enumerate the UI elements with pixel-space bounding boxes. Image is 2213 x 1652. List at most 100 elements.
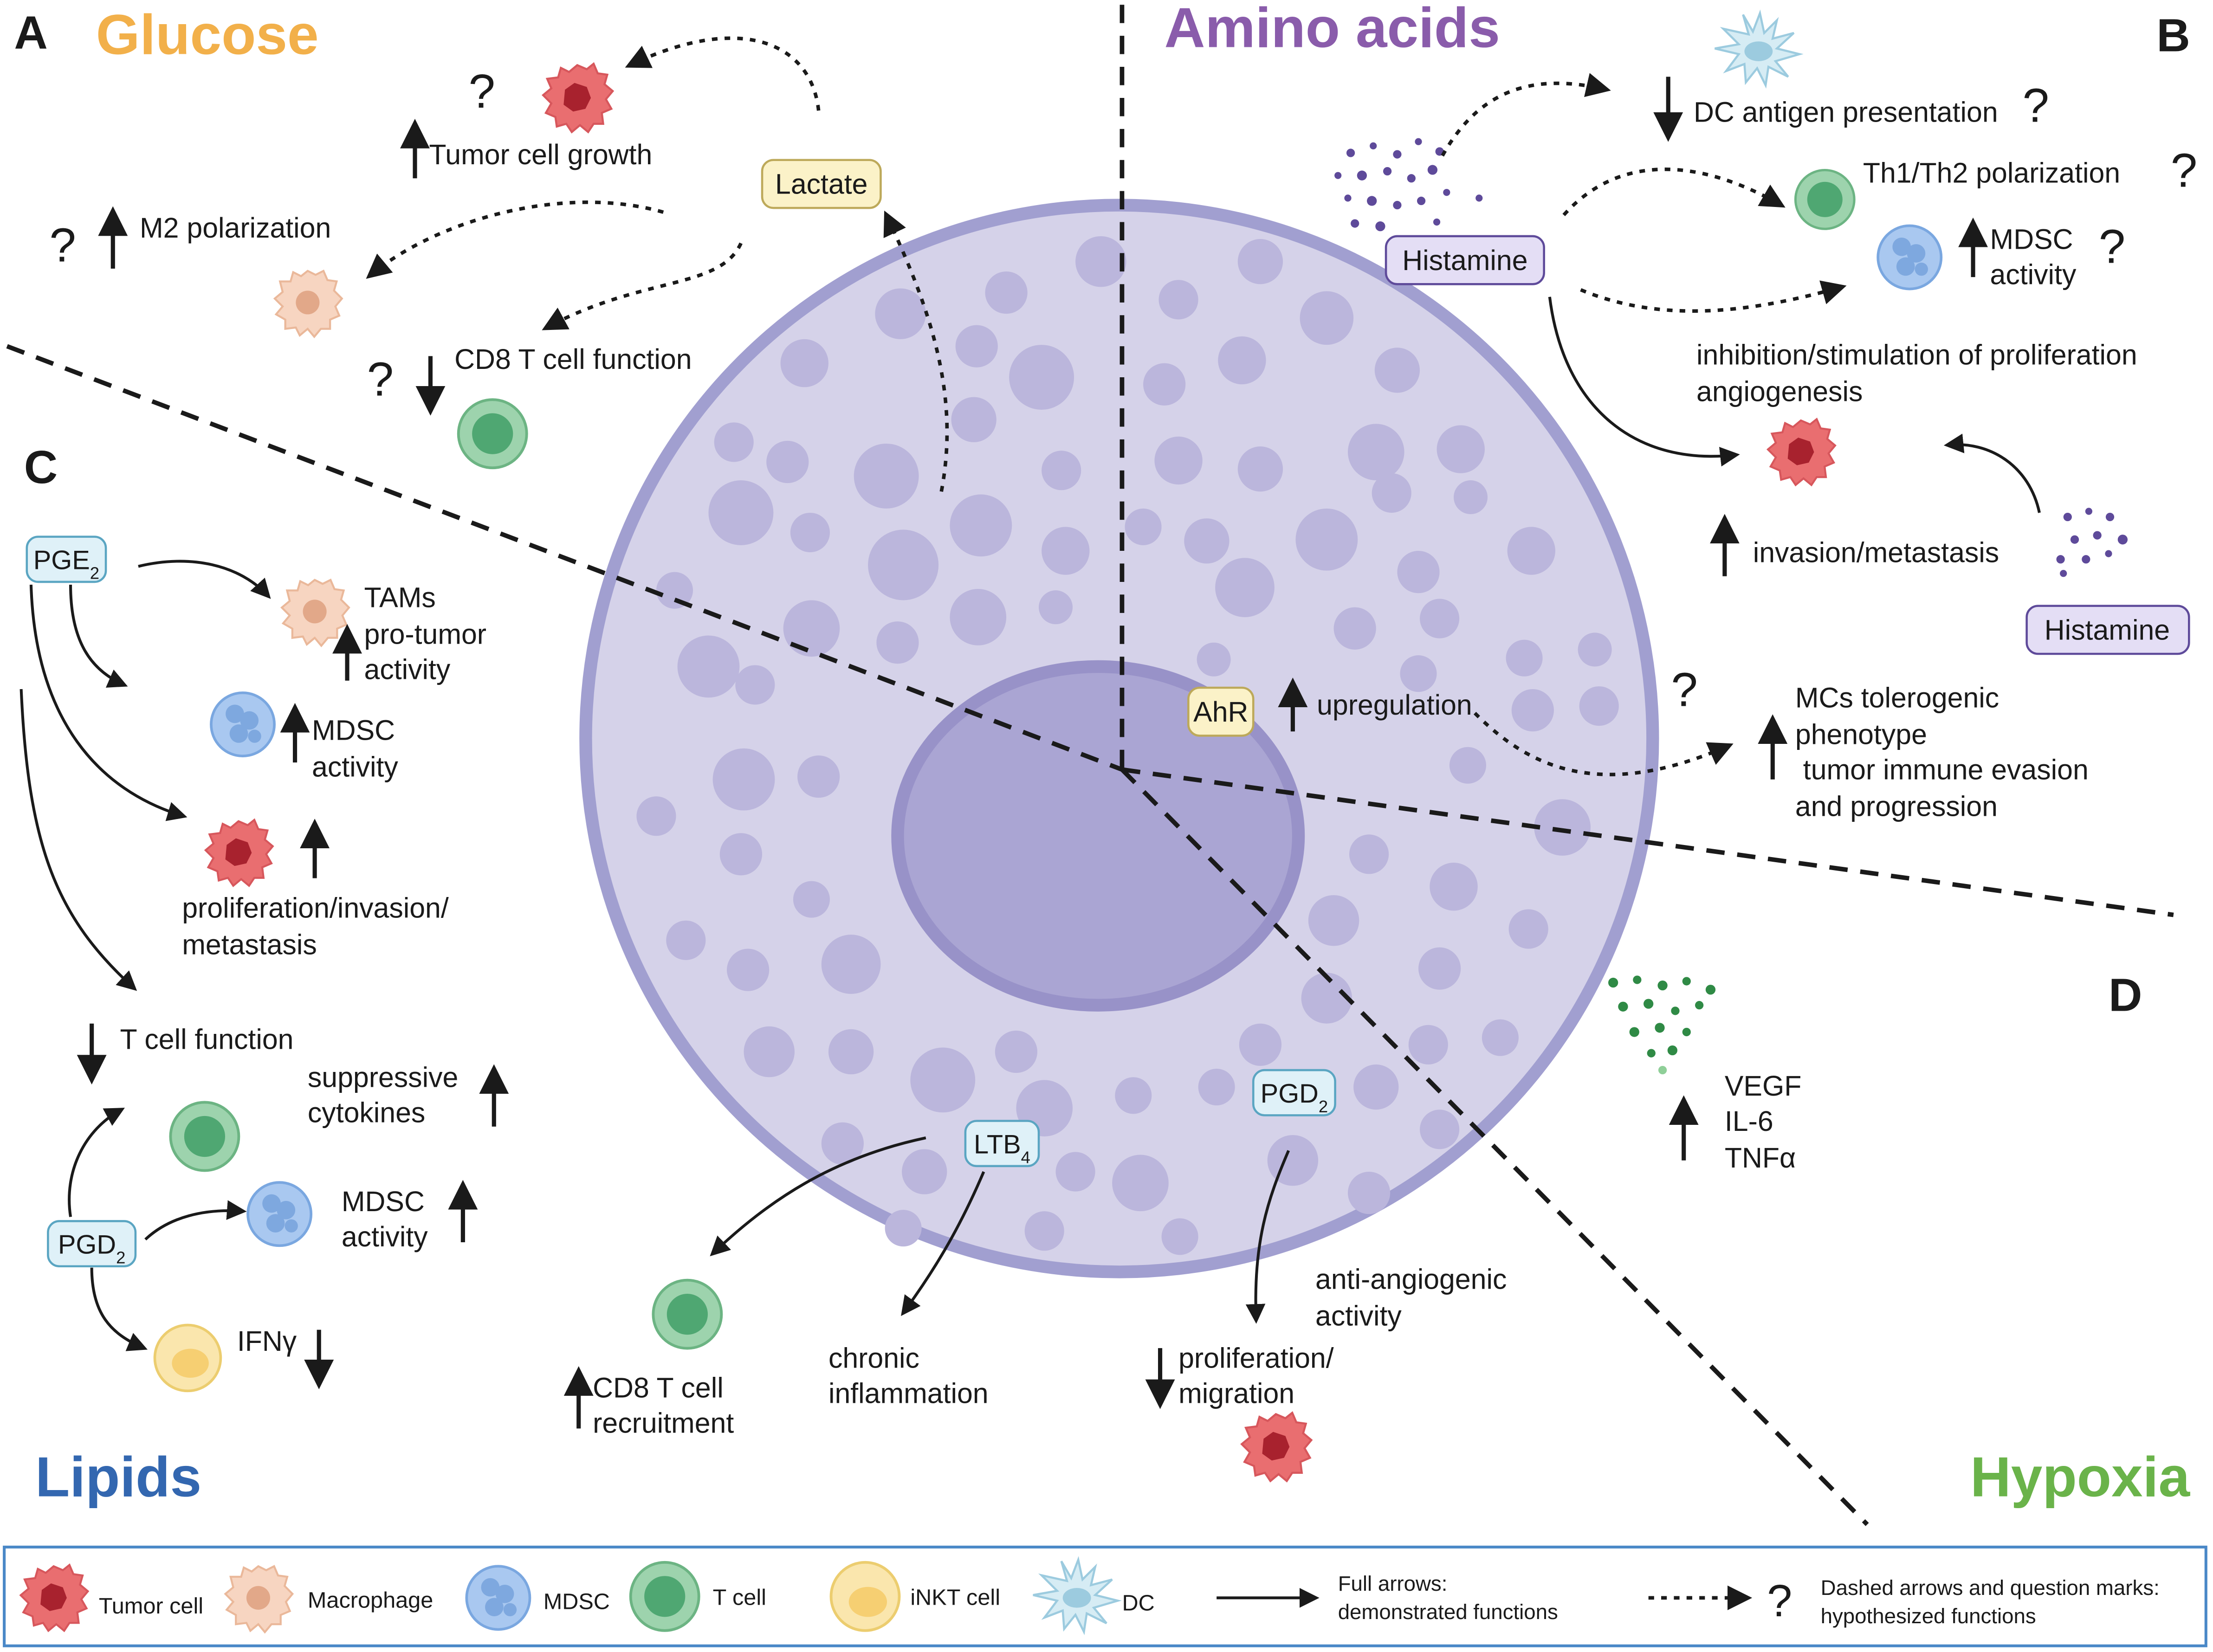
tams-label: TAMs [364,582,436,613]
mcs-phenotype-label: phenotype [1795,719,1927,750]
amino-acids-section: Histamine DC antigen presentation ? Th1/… [1187,13,2198,822]
question-mark-icon: ? [1767,1575,1792,1626]
amino-solid-arrows [1548,297,2041,513]
t-cell-function-label: T cell function [120,1023,293,1055]
mdsc-label: MDSC [1990,223,2073,255]
anti-angiogenic-activity-label: activity [1315,1300,1402,1331]
m2-polarization-label: M2 polarization [140,212,331,244]
inhibition-stimulation-label: inhibition/stimulation of proliferation [1696,339,2137,371]
lactate-box [761,159,882,209]
ltb4-main: LTB [974,1129,1021,1159]
legend-hypothesized-label: hypothesized functions [1821,1604,2036,1628]
mdsc-icon [248,1182,311,1245]
mdsc-icon [1878,226,1941,289]
lipid-cell-arrows [710,1136,1290,1324]
panel-letter-b: B [2156,10,2190,62]
chronic-label: chronic [828,1342,919,1374]
histamine-label: Histamine [2045,614,2170,646]
angiogenesis-label: angiogenesis [1696,376,1863,407]
macrophage-icon [275,271,342,337]
nucleus [891,660,1305,1012]
proliferation-invasion-label: proliferation/invasion/ [182,892,449,924]
mdsc-activity-label: activity [342,1221,428,1252]
histamine-particles [1334,138,1483,232]
pgd2-box [47,1220,137,1268]
th-polarization-label: Th1/Th2 polarization [1863,157,2120,188]
mdsc-activity-label: activity [1990,258,2077,290]
legend-dashed-label: Dashed arrows and question marks: [1821,1576,2160,1600]
il6-label: IL-6 [1725,1105,1773,1137]
inkt-cell-icon [831,1562,899,1631]
pro-tumor-label: pro-tumor [364,619,487,650]
pge2-subscript: 2 [90,563,99,582]
legend-demonstrated-label: demonstrated functions [1338,1600,1558,1624]
mdsc-label: MDSC [342,1186,425,1217]
hypoxia-section: VEGF IL-6 TNFα [1608,975,1801,1174]
tumor-cell-icon [1242,1413,1311,1481]
question-mark-icon: ? [49,218,76,272]
panel-letter-d: D [2109,969,2142,1021]
t-cell-icon [459,400,527,468]
question-mark-icon: ? [2171,143,2198,197]
granules [636,236,1619,1255]
recruitment-label: recruitment [593,1407,734,1439]
legend: Tumor cell Macrophage MDSC T cell iNKT c… [3,1545,2207,1647]
pge2-label: PGE2 [33,546,99,583]
section-dividers [6,5,2174,1526]
ltb4-subscript: 4 [1021,1148,1030,1167]
legend-macrophage-label: Macrophage [308,1588,433,1613]
metastasis-label: metastasis [182,929,317,961]
tumor-growth-label: Tumor cell growth [429,139,652,170]
ifn-gamma-label: IFNγ [237,1325,297,1357]
histamine-box [2025,605,2190,655]
proliferation-label: proliferation/ [1178,1342,1334,1374]
lipids-section: PGE2 TAMs pro-tumor activity MDSC activi… [19,536,1507,1481]
mast-cell [579,199,1659,1278]
ltb4-box [964,1120,1040,1168]
panel-title-glucose: Glucose [96,3,319,66]
t-cell-icon [1795,170,1854,229]
mdsc-label: MDSC [312,715,395,746]
legend-tcell-label: T cell [713,1585,766,1610]
pge2-main: PGE [33,546,90,575]
pge2-box [26,536,107,583]
question-mark-icon: ? [469,64,496,118]
macrophage-icon [282,580,349,646]
inkt-cell-icon [155,1325,220,1391]
mdsc-icon [211,693,274,756]
question-mark-icon: ? [2022,78,2049,132]
lactate-label: Lactate [775,168,867,200]
tumor-cell-icon [543,64,613,132]
mdsc-activity-label: activity [312,751,398,783]
pgd2-subscript: 2 [116,1248,125,1267]
tams-activity-label: activity [364,654,451,685]
pgd2-subscript: 2 [1319,1097,1328,1116]
question-mark-icon: ? [367,352,394,406]
mcs-tolerogenic-label: MCs tolerogenic [1795,682,1999,714]
migration-label: migration [1178,1378,1294,1409]
inflammation-label: inflammation [828,1378,989,1409]
lipid-solid-arrows [19,560,271,1351]
pgd2-main: PGD [58,1230,116,1259]
vegf-particles [1608,975,1716,1075]
pgd2-main: PGD [1261,1079,1319,1109]
tnf-alpha-label: TNFα [1725,1142,1796,1174]
legend-full-arrows-label: Full arrows: [1338,1572,1448,1595]
ltb4-label: LTB4 [974,1129,1030,1167]
legend-inkt-label: iNKT cell [910,1585,1000,1610]
mdsc-icon [466,1566,530,1629]
histamine-label: Histamine [1402,245,1527,276]
pgd2-label: PGD2 [58,1230,125,1267]
panel-letter-c: C [24,441,58,493]
t-cell-icon [631,1562,699,1631]
glucose-dashed-arrows [366,36,949,492]
vegf-label: VEGF [1725,1070,1802,1102]
invasion-metastasis-label: invasion/metastasis [1753,536,1999,568]
ahr-label: AhR [1193,696,1248,728]
histamine-box [1385,235,1545,285]
question-mark-icon: ? [2099,219,2126,273]
t-cell-icon [170,1102,239,1170]
t-cell-icon [653,1280,721,1349]
legend-dc-label: DC [1122,1591,1154,1616]
